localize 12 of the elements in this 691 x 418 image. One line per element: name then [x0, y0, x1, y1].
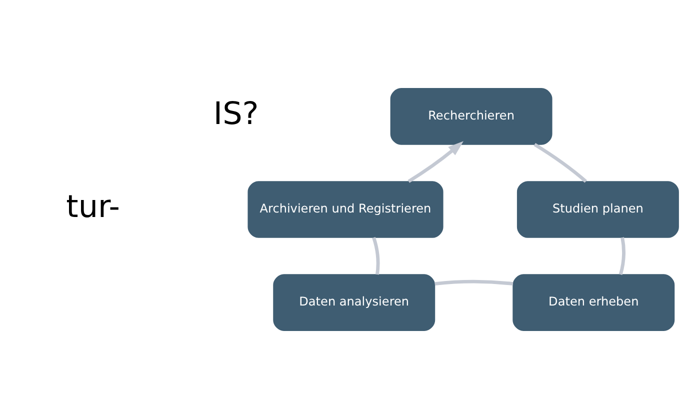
- connector: [534, 142, 587, 182]
- node-box: Recherchieren: [390, 88, 552, 144]
- label: tur-: [66, 188, 120, 225]
- node-box: Archivieren und Registrieren: [248, 180, 444, 238]
- connector: [434, 279, 514, 285]
- node-box: Studien planen: [516, 180, 679, 238]
- connector: [372, 236, 380, 274]
- arrow: [408, 140, 464, 182]
- node-box: Daten erheben: [512, 274, 675, 330]
- connector: [618, 236, 626, 274]
- node-box: Daten analysieren: [273, 274, 436, 330]
- label: IS?: [213, 96, 259, 132]
